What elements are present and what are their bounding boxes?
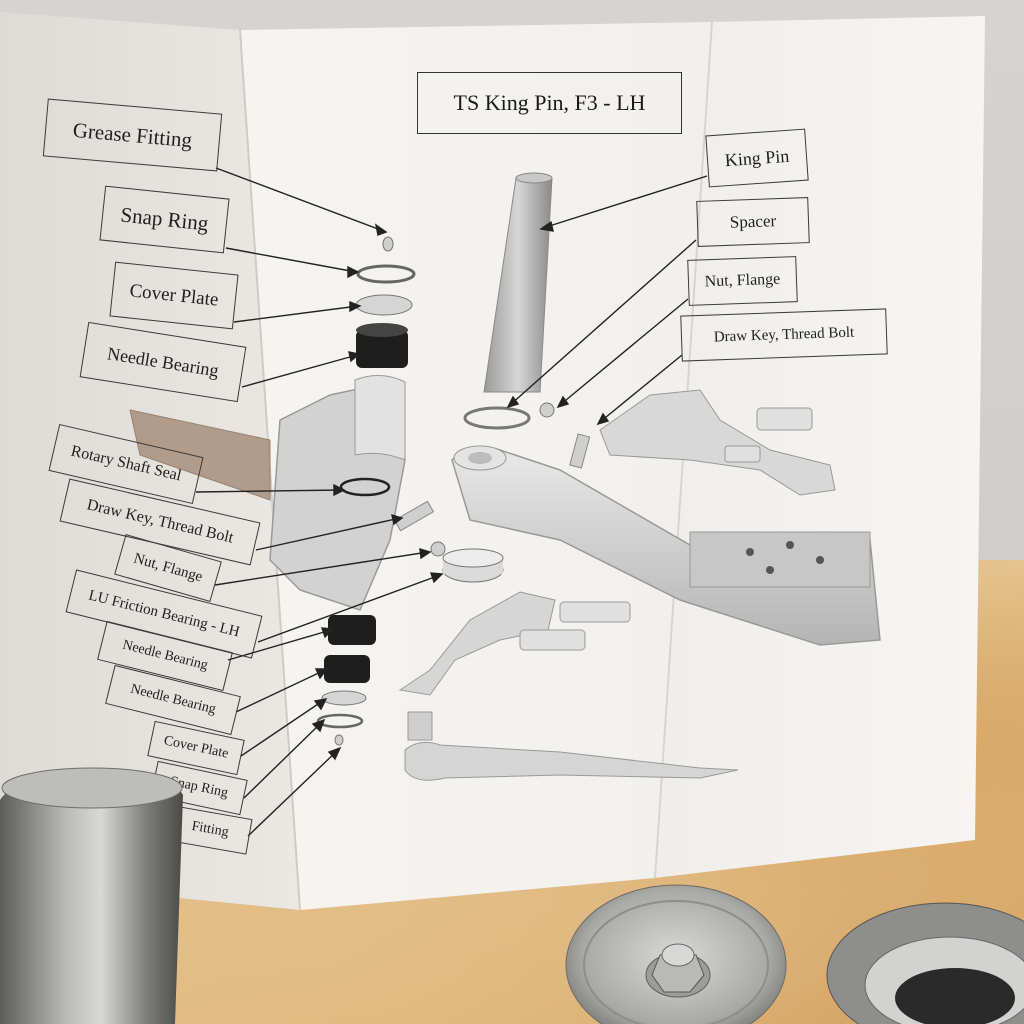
friction-bearing-part	[826, 902, 1024, 1024]
cover-plate-part	[565, 884, 787, 1024]
king-pin-part	[0, 767, 183, 1024]
diagram-title-text: TS King Pin, F3 - LH	[453, 90, 646, 115]
diagram-title: TS King Pin, F3 - LH	[417, 72, 682, 134]
